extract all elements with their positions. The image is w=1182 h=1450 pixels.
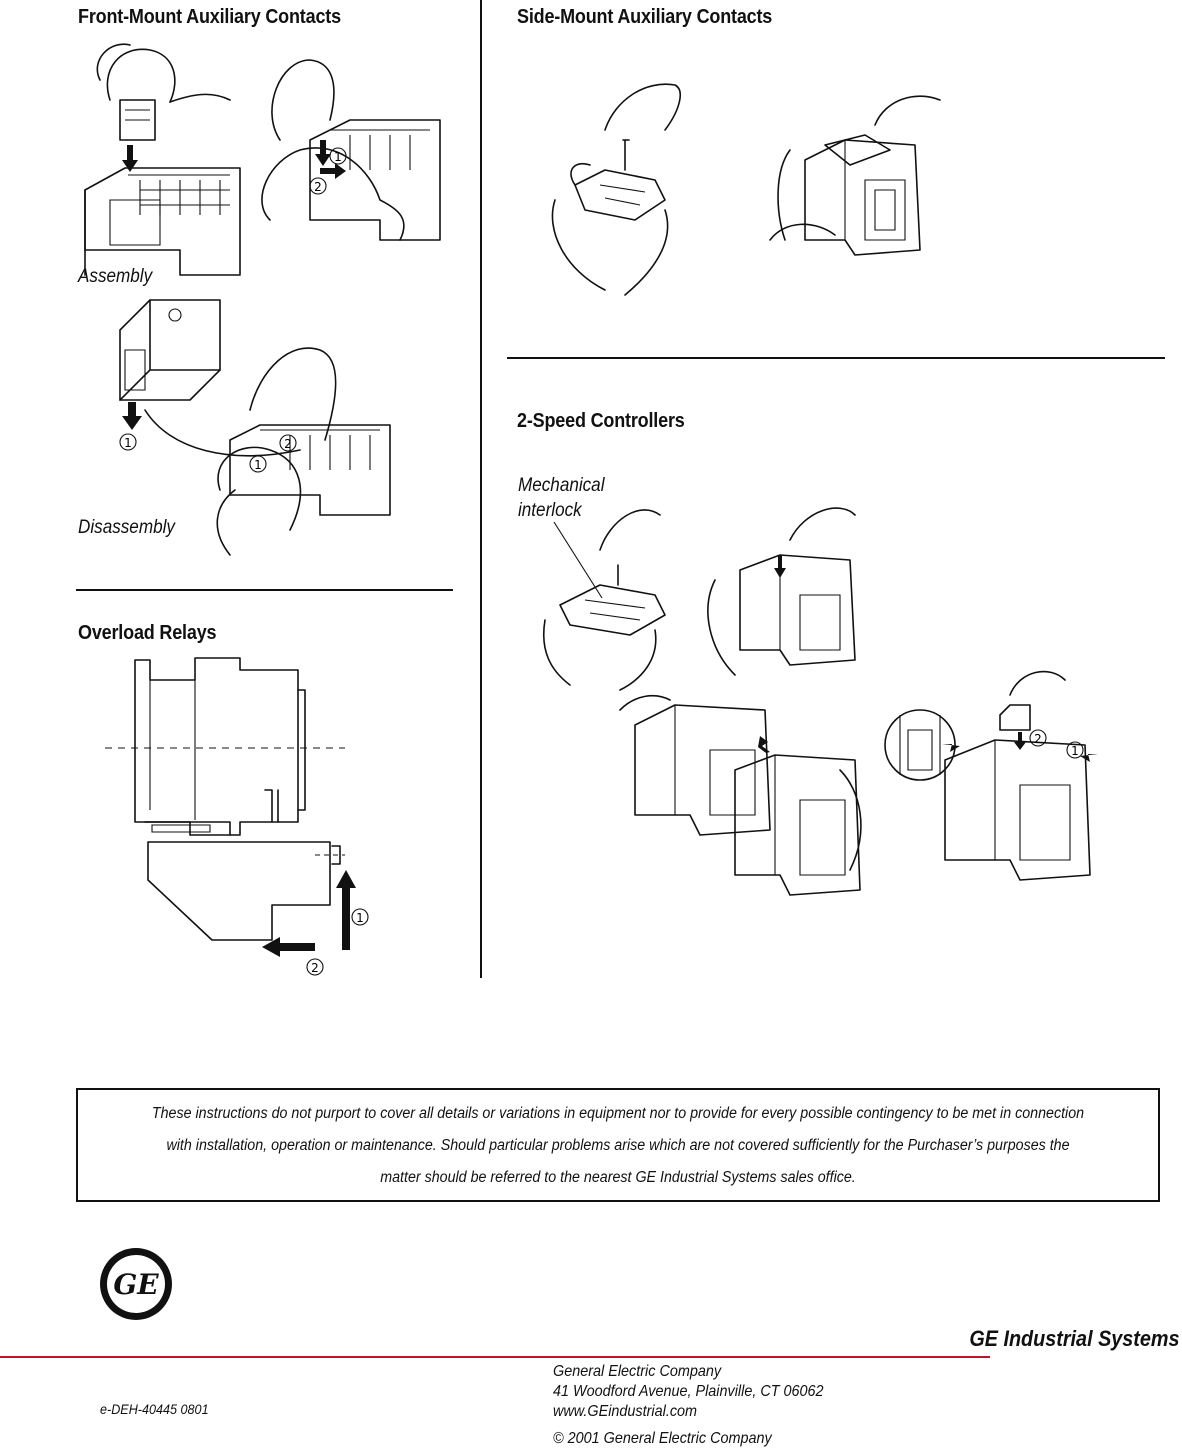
step-marker-1c: 1 xyxy=(249,455,267,473)
heading-overload: Overload Relays xyxy=(78,622,217,644)
step-marker-2d: 2 xyxy=(306,958,324,976)
heading-front-mount: Front-Mount Auxiliary Contacts xyxy=(78,6,341,28)
disclaimer-box: These instructions do not purport to cov… xyxy=(76,1088,1160,1202)
company-name: General Electric Company xyxy=(553,1363,722,1380)
company-address: 41 Woodford Avenue, Plainville, CT 06062 xyxy=(553,1383,824,1400)
document-number: e-DEH-40445 0801 xyxy=(100,1401,209,1417)
heading-two-speed: 2-Speed Controllers xyxy=(517,410,685,432)
callout-mechanical: Mechanical xyxy=(518,475,605,496)
side-mount-illustration xyxy=(551,83,941,296)
svg-text:2: 2 xyxy=(284,437,292,451)
company-website[interactable]: www.GEindustrial.com xyxy=(553,1403,698,1420)
step-marker-1d: 1 xyxy=(351,908,369,926)
caption-assembly: Assembly xyxy=(78,266,153,287)
svg-text:2: 2 xyxy=(1034,732,1042,746)
step-marker-1e: 1 xyxy=(1066,741,1084,759)
callout-interlock: interlock xyxy=(518,500,582,521)
front-mount-disassembly-illustration: 1 2 1 xyxy=(119,299,391,556)
section-rule-front-mount xyxy=(76,589,453,591)
column-divider xyxy=(480,0,482,978)
svg-text:2: 2 xyxy=(311,961,319,975)
brand-name: GE Industrial Systems xyxy=(969,1326,1180,1351)
svg-text:1: 1 xyxy=(254,458,262,472)
step-marker-2: 2 xyxy=(309,177,327,195)
copyright: © 2001 General Electric Company xyxy=(553,1430,772,1447)
disclaimer-line-1: These instructions do not purport to cov… xyxy=(151,1105,1085,1122)
accent-rule xyxy=(0,1356,990,1358)
front-mount-assembly-illustration: 1 2 xyxy=(84,43,441,276)
overload-relay-illustration: 1 2 xyxy=(105,657,369,976)
disclaimer-line-2: with installation, operation or maintena… xyxy=(166,1137,1070,1154)
svg-text:1: 1 xyxy=(124,436,132,450)
svg-text:1: 1 xyxy=(1071,744,1079,758)
svg-text:2: 2 xyxy=(314,180,322,194)
heading-side-mount: Side-Mount Auxiliary Contacts xyxy=(517,6,773,28)
ge-logo: GE xyxy=(100,1248,172,1320)
section-rule-side-mount xyxy=(507,357,1165,359)
step-marker-2e: 2 xyxy=(1029,729,1047,747)
step-marker-1b: 1 xyxy=(119,433,137,451)
svg-text:1: 1 xyxy=(356,911,364,925)
svg-text:1: 1 xyxy=(334,150,342,164)
step-marker-2b: 2 xyxy=(279,434,297,452)
step-marker-1: 1 xyxy=(329,147,347,165)
two-speed-illustration: 2 1 xyxy=(543,507,1098,896)
svg-text:GE: GE xyxy=(113,1268,159,1301)
disclaimer-line-3: matter should be referred to the nearest… xyxy=(380,1169,856,1186)
caption-disassembly: Disassembly xyxy=(78,517,175,538)
